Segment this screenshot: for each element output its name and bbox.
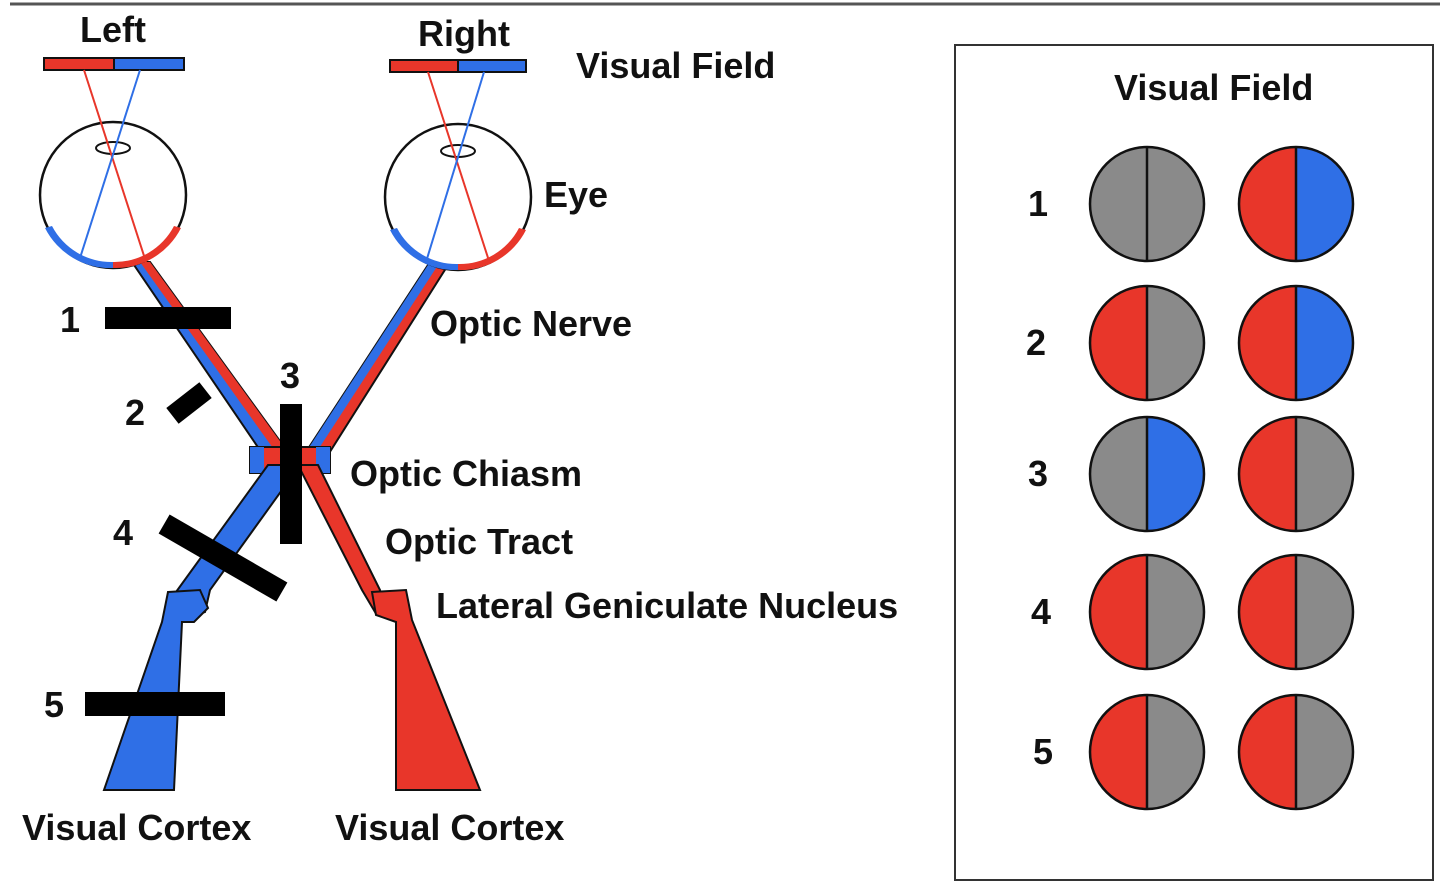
visual-field-label: Visual Field — [576, 45, 775, 86]
right-eye-field-circle-1 — [1237, 145, 1355, 263]
left-eye-field-circle-3 — [1088, 415, 1206, 533]
optic-nerve-label: Optic Nerve — [430, 303, 632, 344]
panel-row-number-3: 3 — [1028, 453, 1048, 494]
lesion-bar-2 — [166, 382, 212, 424]
panel-title: Visual Field — [1114, 67, 1313, 108]
right-label: Right — [418, 13, 510, 54]
optic-chiasm-label: Optic Chiasm — [350, 453, 582, 494]
panel-row-number-4: 4 — [1031, 591, 1051, 632]
right-eye-field-circle-5 — [1237, 693, 1355, 811]
right-eye — [383, 71, 533, 272]
panel-rows: 1 2 3 4 5 — [1026, 145, 1355, 811]
left-visual-field-bar — [43, 57, 185, 71]
lesion-number-5: 5 — [44, 684, 64, 725]
lesion-bar-4 — [158, 514, 288, 602]
panel-row-number-5: 5 — [1033, 731, 1053, 772]
left-eye — [38, 69, 188, 270]
left-lgn-radiation — [102, 588, 210, 791]
right-eye-field-circle-3 — [1237, 415, 1355, 533]
right-eye-field-circle-4 — [1237, 553, 1355, 671]
panel-row-number-2: 2 — [1026, 322, 1046, 363]
lesion-number-4: 4 — [113, 512, 133, 553]
lesion-number-1: 1 — [60, 299, 80, 340]
left-label: Left — [80, 9, 146, 50]
optic-tract-label: Optic Tract — [385, 521, 573, 562]
lesion-bar-5 — [85, 692, 225, 716]
eye-label: Eye — [544, 174, 608, 215]
lesion-bar-1 — [105, 307, 231, 329]
lgn-label: Lateral Geniculate Nucleus — [436, 585, 898, 626]
left-eye-field-circle-5 — [1088, 693, 1206, 811]
left-eye-field-circle-2 — [1088, 284, 1206, 402]
lesion-bars — [85, 307, 302, 716]
right-lgn-radiation — [370, 588, 482, 791]
panel-row-number-1: 1 — [1028, 183, 1048, 224]
right-eye-field-circle-2 — [1237, 284, 1355, 402]
left-eye-field-circle-4 — [1088, 553, 1206, 671]
lesion-number-2: 2 — [125, 392, 145, 433]
visual-cortex-left-label: Visual Cortex — [22, 807, 251, 848]
lesion-bar-3 — [280, 404, 302, 544]
left-eye-field-circle-1 — [1088, 145, 1206, 263]
visual-cortex-right-label: Visual Cortex — [335, 807, 564, 848]
right-visual-field-bar — [389, 59, 527, 73]
lesion-number-3: 3 — [280, 355, 300, 396]
